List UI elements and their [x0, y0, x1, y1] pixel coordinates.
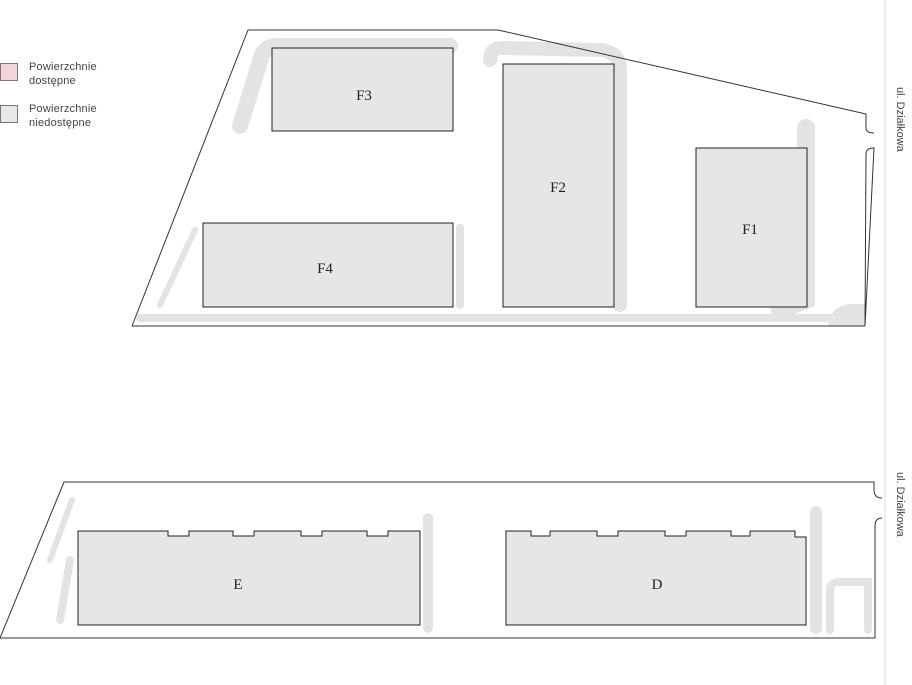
building-label-d: D [652, 577, 663, 593]
building-f1[interactable] [695, 147, 808, 308]
legend-swatch-unavailable [0, 105, 18, 123]
street-label-top: ul. Działkowa [894, 87, 906, 152]
building-label-f4: F4 [317, 261, 333, 277]
legend-item-available: Powierzchnie dostępne [0, 60, 119, 88]
site-outline-bottom [0, 481, 883, 639]
road-corner [828, 304, 865, 326]
legend-label: Powierzchnie niedostępne [29, 103, 97, 129]
building-e[interactable] [77, 530, 421, 626]
legend-swatch-available [0, 63, 18, 81]
building-f2[interactable] [502, 63, 615, 308]
legend-item-unavailable: Powierzchnie niedostępne [0, 102, 119, 130]
legend-label: Powierzchnie dostępne [29, 61, 97, 87]
building-label-f2: F2 [550, 180, 566, 196]
building-label-e: E [233, 577, 242, 593]
building-f3[interactable] [271, 47, 454, 132]
legend: Powierzchnie dostępne Powierzchnie niedo… [0, 60, 119, 144]
street-label-bottom: ul. Działkowa [894, 472, 906, 537]
building-f4[interactable] [202, 222, 454, 308]
roads-bottom [47, 497, 872, 634]
building-label-f3: F3 [356, 88, 372, 104]
building-label-f1: F1 [742, 222, 758, 238]
building-d[interactable] [505, 530, 807, 626]
site-outline-top [131, 29, 875, 327]
